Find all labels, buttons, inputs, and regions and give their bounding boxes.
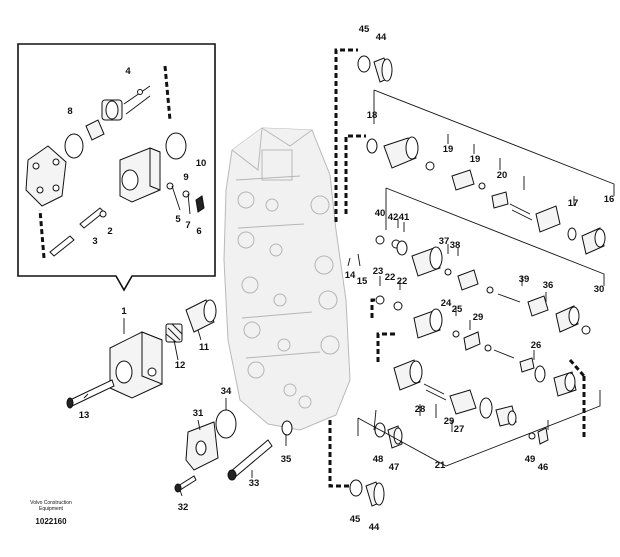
callout-42: 42 <box>388 212 399 223</box>
right-row-parts <box>349 55 606 507</box>
callout-25: 24 <box>441 298 452 309</box>
callout-18: 18 <box>367 110 378 121</box>
callout-17: 17 <box>568 198 579 209</box>
callout-39: 36 <box>543 280 554 291</box>
callout-27: 26 <box>531 340 542 351</box>
callout-45-bottom: 45 <box>350 514 361 525</box>
callout-4: 4 <box>125 66 131 77</box>
callout-29a: 28 <box>415 404 426 415</box>
callout-29b: 29 <box>444 416 455 427</box>
callout-7: 7 <box>185 220 190 231</box>
callout-48: 46 <box>538 462 549 473</box>
callout-20: 20 <box>497 170 508 181</box>
callout-2: 2 <box>107 226 112 237</box>
callout-43: 39 <box>519 274 530 285</box>
callout-33: 32 <box>178 502 189 513</box>
callout-19b: 19 <box>470 154 481 165</box>
callout-1: 1 <box>121 306 127 317</box>
callout-6: 6 <box>196 226 201 237</box>
callout-12: 12 <box>175 360 186 371</box>
brand-caption: Volvo Construction Equipment <box>30 500 72 512</box>
left-main-parts <box>66 299 293 497</box>
callout-19a: 19 <box>443 144 454 155</box>
inset-detail-box <box>17 43 216 292</box>
bracket-lines <box>347 89 615 467</box>
valve-body-ghost <box>223 127 351 431</box>
callout-labels: 4 8 10 9 5 7 6 2 3 1 12 11 13 34 31 35 3… <box>67 24 614 533</box>
callout-44-top: 44 <box>376 32 387 43</box>
callout-46: 47 <box>389 462 400 473</box>
callout-28: 27 <box>454 424 465 435</box>
callout-24: 23 <box>373 266 384 277</box>
drawing-number: 1022160 <box>35 517 67 526</box>
callout-5: 5 <box>175 214 181 225</box>
callout-34: 33 <box>249 478 260 489</box>
callout-23: 22 <box>385 272 396 283</box>
callout-45-top: 45 <box>359 24 370 35</box>
callout-49: 49 <box>525 454 536 465</box>
callout-13: 13 <box>79 410 90 421</box>
callout-47: 48 <box>373 454 384 465</box>
callout-14: 14 <box>345 270 356 281</box>
callout-37: 37 <box>439 236 450 247</box>
callout-3: 3 <box>92 236 97 247</box>
callout-35: 35 <box>281 454 292 465</box>
callout-15: 15 <box>357 276 368 287</box>
callout-32: 34 <box>221 386 232 397</box>
callout-16: 16 <box>604 194 615 205</box>
callout-26: 25 <box>452 304 463 315</box>
callout-38: 38 <box>450 240 461 251</box>
callout-8: 8 <box>67 106 72 117</box>
callout-21: 21 <box>435 460 446 471</box>
callout-31: 31 <box>193 408 204 419</box>
callout-41: 41 <box>399 212 410 223</box>
callout-22: 22 <box>397 276 408 287</box>
callout-40: 40 <box>375 208 386 219</box>
callout-10: 10 <box>196 158 207 169</box>
callout-44-bottom: 44 <box>369 522 380 533</box>
callout-36: 30 <box>594 284 605 295</box>
callout-30: 29 <box>473 312 484 323</box>
callout-11: 11 <box>199 342 210 353</box>
callout-9: 9 <box>183 172 188 183</box>
